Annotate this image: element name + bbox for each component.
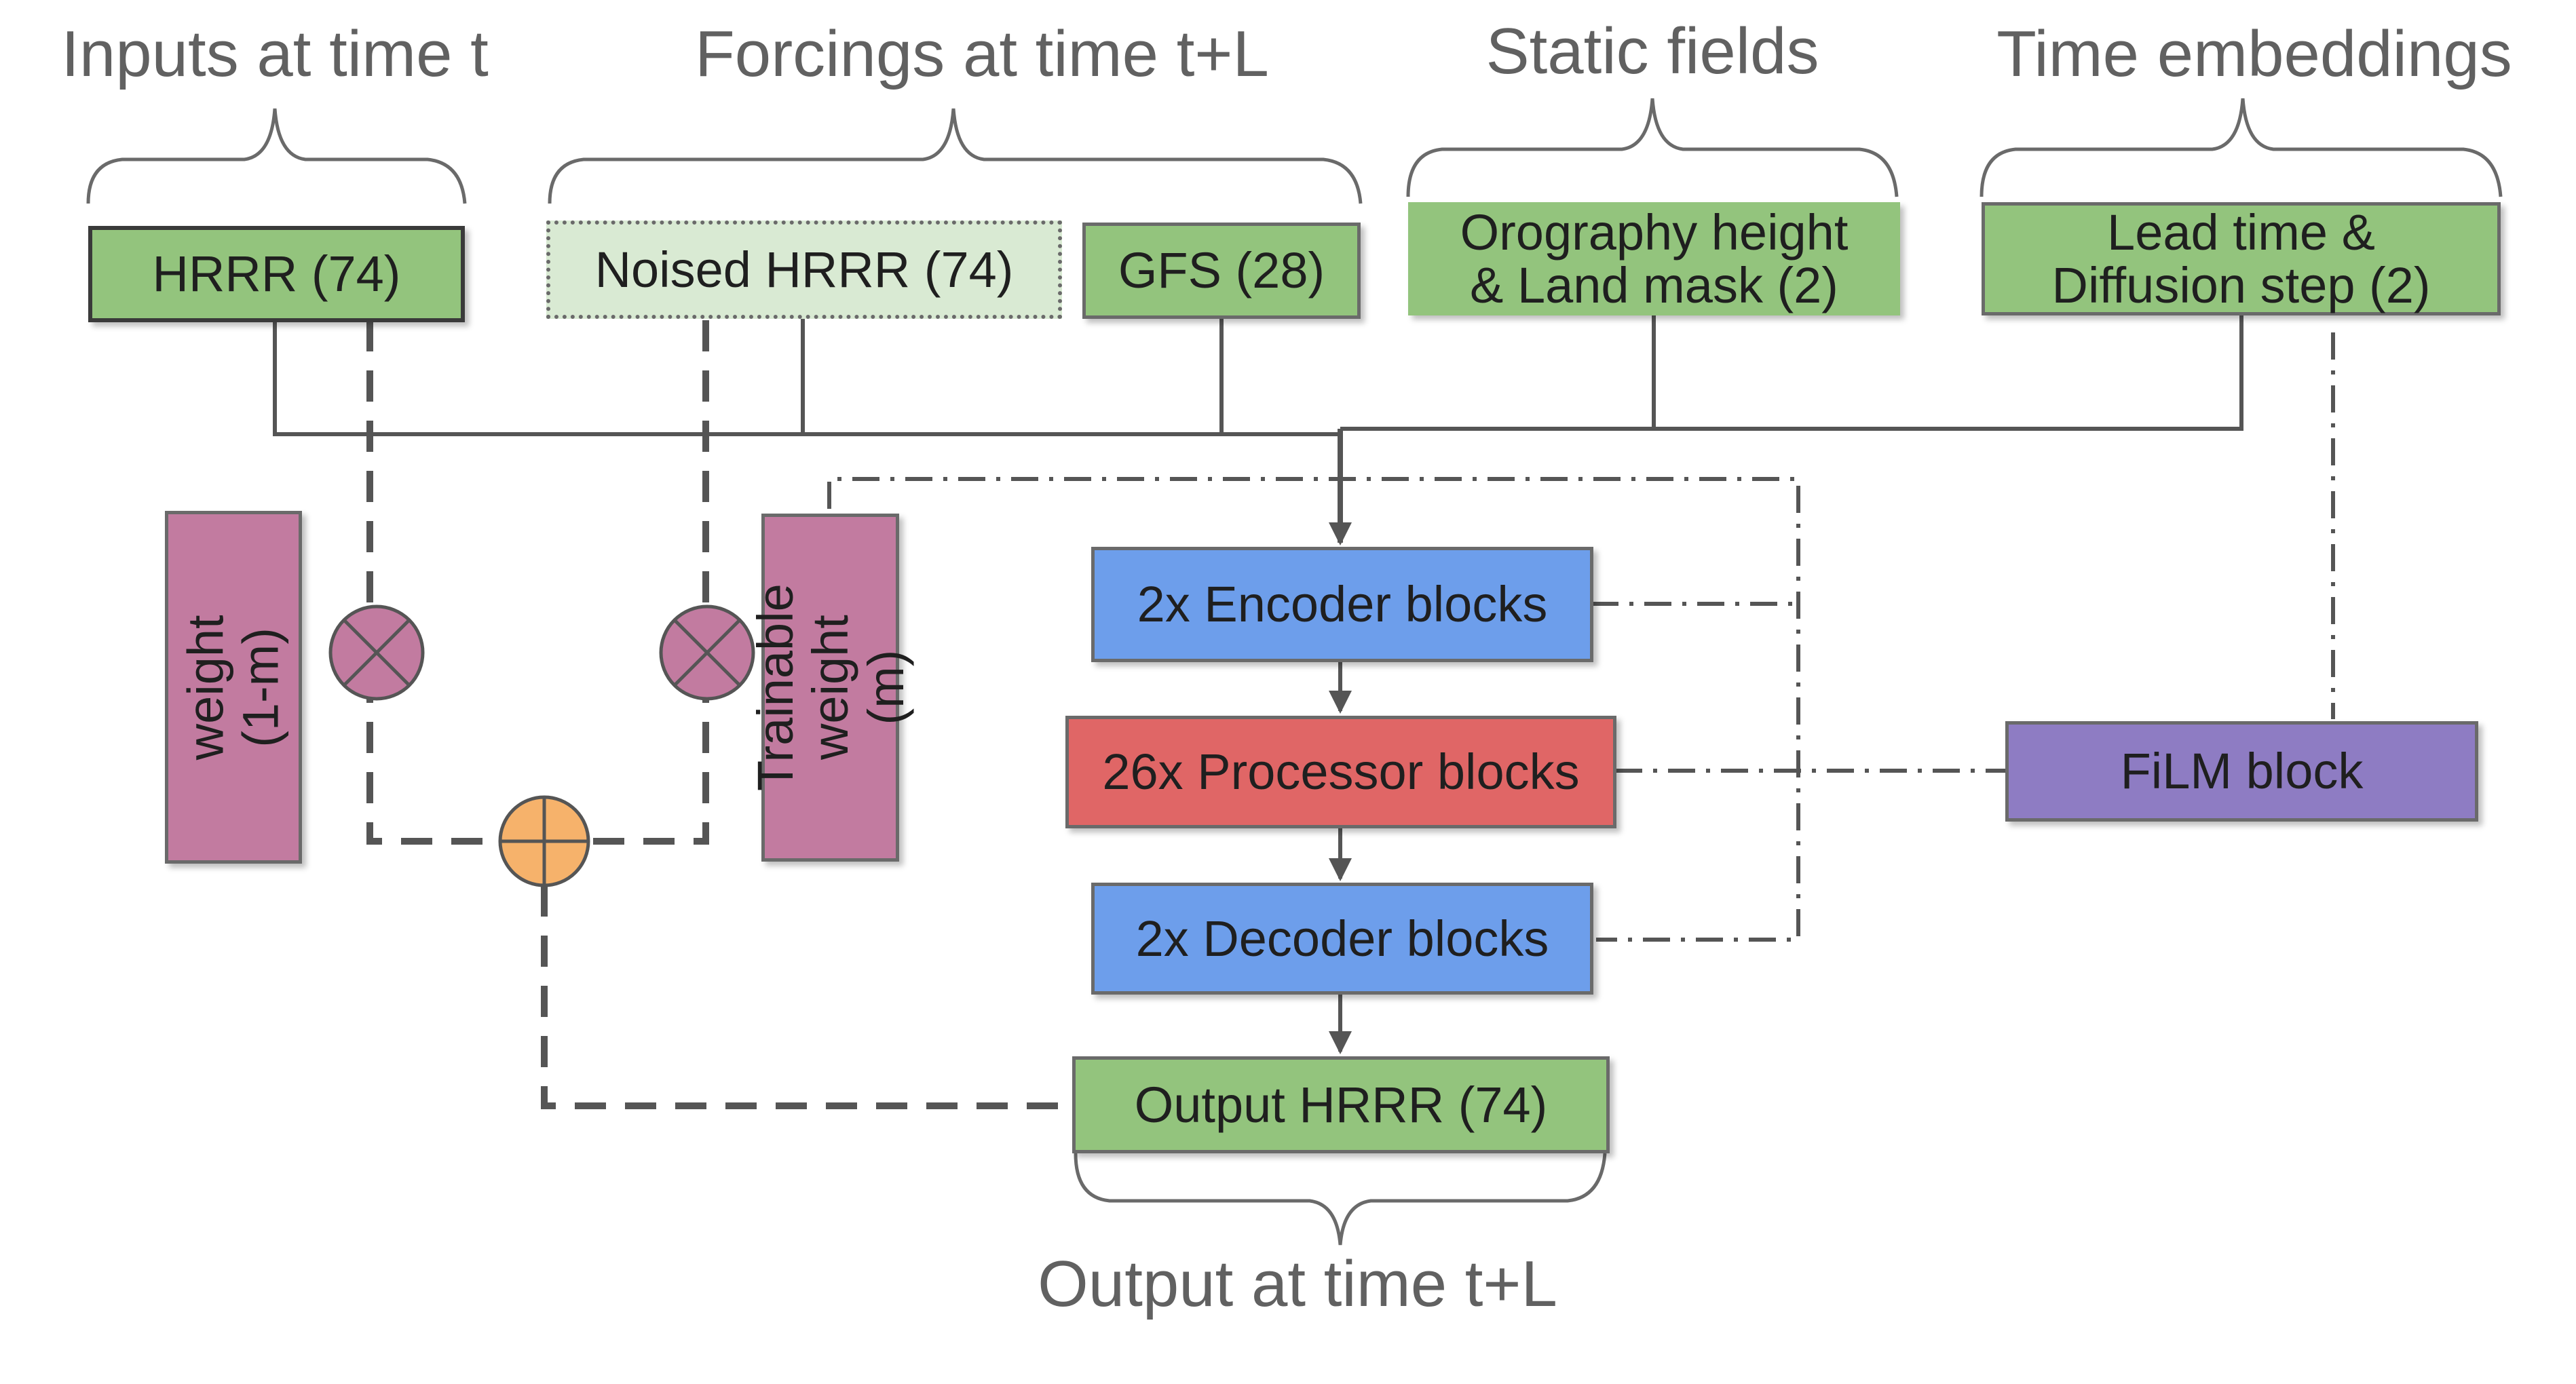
trainable-weight-label: Trainable weight (m) xyxy=(746,583,914,792)
noised-hrrr-label: Noised HRRR (74) xyxy=(594,241,1014,298)
header-inputs: Inputs at time t xyxy=(61,18,489,90)
brace-inputs xyxy=(86,108,467,204)
orography-label: Orography height & Land mask (2) xyxy=(1460,204,1849,313)
lead-time-box: Lead time & Diffusion step (2) xyxy=(1982,202,2501,315)
film-box: FiLM block xyxy=(2005,721,2478,822)
lead-time-label: Lead time & Diffusion step (2) xyxy=(2051,204,2431,313)
braces xyxy=(86,98,2503,1246)
noised-hrrr-box: Noised HRRR (74) xyxy=(546,220,1062,319)
decoder-label: 2x Decoder blocks xyxy=(1135,910,1549,967)
brace-static xyxy=(1406,98,1899,197)
output-hrrr-label: Output HRRR (74) xyxy=(1134,1076,1548,1133)
film-label: FiLM block xyxy=(2120,743,2364,800)
header-forcings: Forcings at time t+L xyxy=(695,18,1269,90)
processor-label: 26x Processor blocks xyxy=(1102,744,1580,801)
hrrr-box: HRRR (74) xyxy=(88,226,465,322)
gfs-box: GFS (28) xyxy=(1082,223,1361,319)
input-lines xyxy=(273,315,2243,1054)
weight-1m-box: weight (1-m) xyxy=(165,511,302,864)
trainable-weight-box: Trainable weight (m) xyxy=(746,514,913,862)
brace-forcings xyxy=(548,108,1363,204)
header-static: Static fields xyxy=(1485,15,1819,88)
hrrr-label: HRRR (74) xyxy=(152,246,401,303)
add-operator xyxy=(498,795,590,887)
gfs-label: GFS (28) xyxy=(1118,242,1325,299)
header-time: Time embeddings xyxy=(1996,18,2512,90)
encoder-box: 2x Encoder blocks xyxy=(1091,547,1593,662)
multiply-right xyxy=(659,604,755,701)
header-output: Output at time t+L xyxy=(1038,1248,1557,1320)
multiply-left xyxy=(328,604,425,701)
weight-1m-label: weight (1-m) xyxy=(177,615,289,760)
output-hrrr-box: Output HRRR (74) xyxy=(1072,1056,1610,1153)
orography-box: Orography height & Land mask (2) xyxy=(1408,202,1900,315)
decoder-box: 2x Decoder blocks xyxy=(1091,883,1593,995)
processor-box: 26x Processor blocks xyxy=(1065,716,1616,828)
brace-output xyxy=(1074,1153,1607,1246)
encoder-label: 2x Encoder blocks xyxy=(1137,576,1548,633)
skip-lines xyxy=(366,320,1072,1109)
film-lines xyxy=(827,332,2335,942)
brace-time xyxy=(1980,98,2503,197)
